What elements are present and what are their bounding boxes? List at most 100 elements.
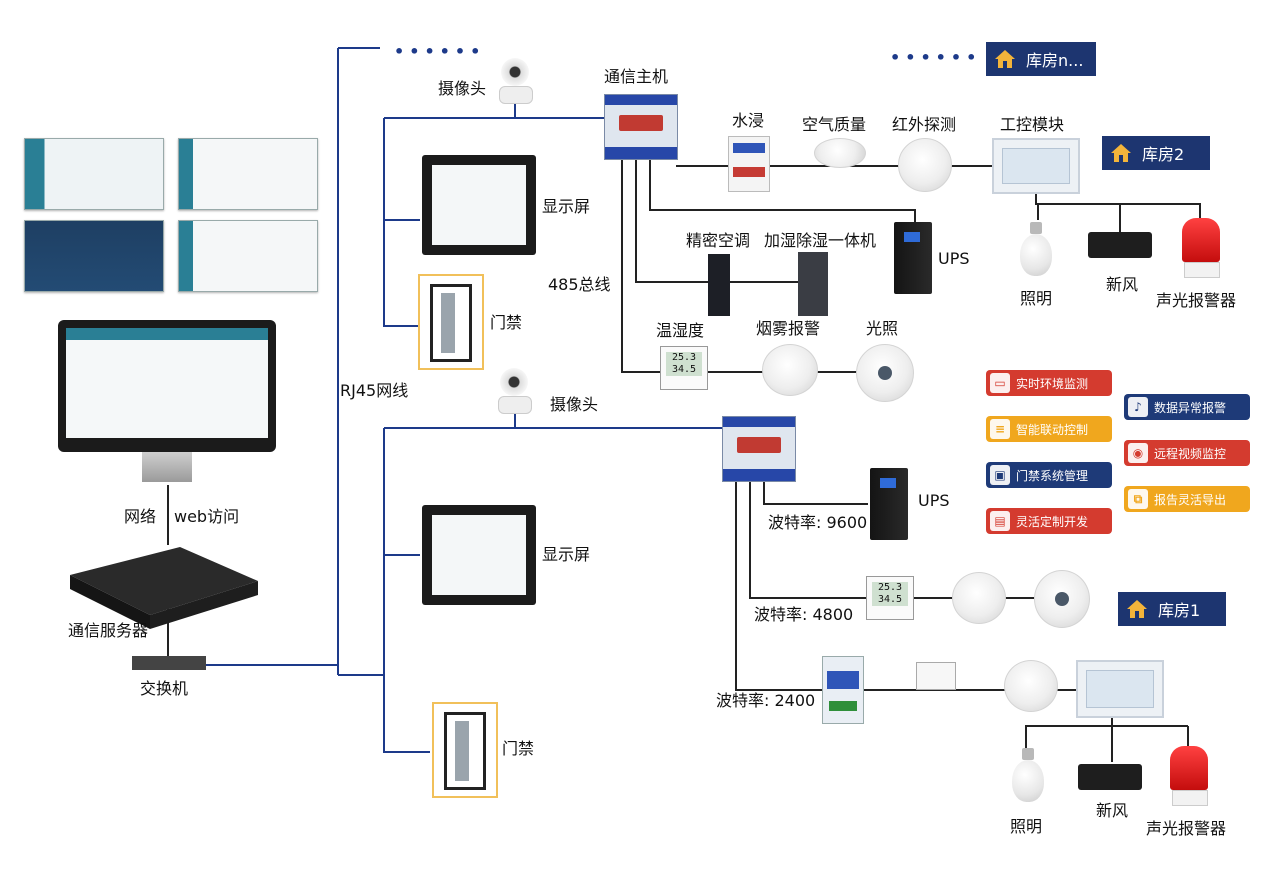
humidifier-unit — [798, 252, 828, 316]
house-icon — [1127, 600, 1147, 618]
monitor-icon: ▭ — [990, 373, 1010, 393]
bus485-label: 485总线 — [548, 275, 611, 294]
room-n-badge: 库房n... — [986, 42, 1096, 76]
feature-smart-control: ≡ 智能联动控制 — [986, 416, 1112, 442]
smoke-detector-mid — [952, 572, 1006, 624]
infrared-sensor — [898, 138, 952, 192]
fresh-air-bottom-unit — [1078, 764, 1142, 790]
baud-4800-label: 波特率: 4800 — [754, 605, 854, 624]
air-quality-sensor — [814, 138, 866, 168]
web-access-label: web访问 — [174, 507, 240, 526]
feature-data-alarm: ♪ 数据异常报警 — [1124, 394, 1250, 420]
smoke-detector-top — [762, 344, 818, 396]
humid-label: 加湿除湿一体机 — [764, 231, 877, 250]
display-top — [422, 155, 536, 255]
continuation-dots-left: •••••• — [394, 42, 486, 61]
light-sensor-label: 光照 — [866, 319, 899, 338]
ups-mid-label: UPS — [918, 491, 950, 510]
fresh-air-bottom-label: 新风 — [1096, 801, 1129, 820]
ups-top-unit — [894, 222, 932, 294]
switch-label: 交换机 — [140, 679, 189, 698]
temp-humidity-label: 温湿度 — [656, 321, 705, 340]
io-module-top — [992, 138, 1080, 194]
precision-ac-label: 精密空调 — [686, 231, 751, 250]
door-access-bottom — [432, 702, 498, 798]
comm-gateway-mid — [722, 416, 796, 482]
room-2-badge: 库房2 — [1102, 136, 1210, 170]
humidity-reading: 34.5 — [877, 594, 903, 605]
door-top-label: 门禁 — [490, 313, 523, 332]
rj45-label: RJ45网线 — [340, 381, 409, 400]
house-icon — [1111, 144, 1131, 162]
comm-server-device — [70, 547, 258, 629]
smoke-label: 烟雾报警 — [756, 319, 821, 338]
software-screenshot-4 — [178, 220, 318, 292]
display-top-label: 显示屏 — [542, 197, 591, 216]
air-quality-label: 空气质量 — [802, 115, 867, 134]
monitor-stand — [142, 452, 192, 482]
feature-remote-video: ◉远程视频监控 — [1124, 440, 1250, 466]
feature-realtime-monitor: ▭ 实时环境监测 — [986, 370, 1112, 396]
feature-report-export: ⧉ 报告灵活导出 — [1124, 486, 1250, 512]
baud-2400-label: 波特率: 2400 — [716, 691, 816, 710]
monitor-pc — [58, 320, 276, 452]
sliders-icon: ≡ — [990, 419, 1010, 439]
light-sensor-top — [856, 344, 914, 402]
alarm-bottom-siren — [1170, 746, 1208, 806]
network-label: 网络 — [124, 507, 157, 526]
water-label: 水浸 — [732, 111, 765, 130]
lighting-bottom-bulb — [1012, 748, 1044, 802]
door-bottom-label: 门禁 — [502, 739, 535, 758]
temp-reading: 25.3 — [877, 582, 903, 593]
io-module-label: 工控模块 — [1000, 115, 1065, 134]
gateway-label: 通信主机 — [604, 67, 669, 86]
light-sensor-mid — [1034, 570, 1090, 628]
temp-reading: 25.3 — [671, 352, 697, 363]
fresh-air-top-label: 新风 — [1106, 275, 1139, 294]
door-access-top — [418, 274, 484, 370]
code-icon: ▤ — [990, 511, 1010, 531]
room-1-badge: 库房1 — [1118, 592, 1226, 626]
feature-remote-video-text: 远程视频监控 — [1154, 446, 1227, 461]
camera-mid — [496, 368, 532, 416]
display-mid — [422, 505, 536, 605]
infrared-label: 红外探测 — [892, 115, 957, 134]
feature-report-export-text: 报告灵活导出 — [1154, 492, 1227, 507]
lighting-top-label: 照明 — [1020, 289, 1053, 308]
fresh-air-top-unit — [1088, 232, 1152, 258]
switch-device — [132, 656, 206, 670]
infrared-sensor-bottom — [1004, 660, 1058, 712]
comm-server-label: 通信服务器 — [68, 621, 149, 640]
software-screenshot-3 — [24, 220, 164, 292]
feature-custom-dev-text: 灵活定制开发 — [1016, 514, 1089, 529]
display-mid-label: 显示屏 — [542, 545, 591, 564]
feature-access-control-text: 门禁系统管理 — [1016, 468, 1089, 483]
precision-ac-unit — [708, 254, 730, 316]
continuation-dots-right: •••••• — [890, 48, 982, 67]
humidity-reading: 34.5 — [671, 364, 697, 375]
baud-9600-label: 波特率: 9600 — [768, 513, 868, 532]
power-sensor — [916, 662, 956, 690]
camera-top — [497, 58, 533, 106]
io-module-bottom — [1076, 660, 1164, 718]
alarm-top-label: 声光报警器 — [1156, 291, 1237, 310]
software-screenshot-2 — [178, 138, 318, 210]
comm-gateway-top — [604, 94, 678, 160]
alarm-bottom-label: 声光报警器 — [1146, 819, 1227, 838]
water-sensor — [728, 136, 770, 192]
ups-top-label: UPS — [938, 249, 970, 268]
export-icon: ⧉ — [1128, 489, 1148, 509]
room-n-label: 库房n... — [1026, 51, 1084, 70]
power-meter — [822, 656, 864, 724]
feature-smart-control-text: 智能联动控制 — [1016, 422, 1089, 437]
feature-access-control: ▣门禁系统管理 — [986, 462, 1112, 488]
alarm-top-siren — [1182, 218, 1220, 278]
ups-mid-unit — [870, 468, 908, 540]
feature-realtime-monitor-text: 实时环境监测 — [1016, 376, 1089, 391]
house-icon — [995, 50, 1015, 68]
bell-icon: ♪ — [1128, 397, 1148, 417]
feature-data-alarm-text: 数据异常报警 — [1154, 400, 1227, 415]
